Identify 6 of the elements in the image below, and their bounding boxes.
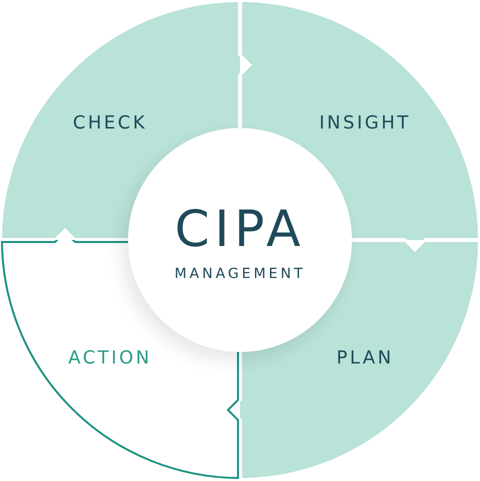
segment-label: CHECK: [72, 112, 148, 134]
center-title: CIPA: [174, 204, 306, 254]
segment-label: INSIGHT: [319, 112, 411, 134]
segment-label: ACTION: [68, 348, 152, 368]
segment-label: PLAN: [336, 348, 394, 368]
center-subtitle: MANAGEMENT: [174, 266, 306, 282]
